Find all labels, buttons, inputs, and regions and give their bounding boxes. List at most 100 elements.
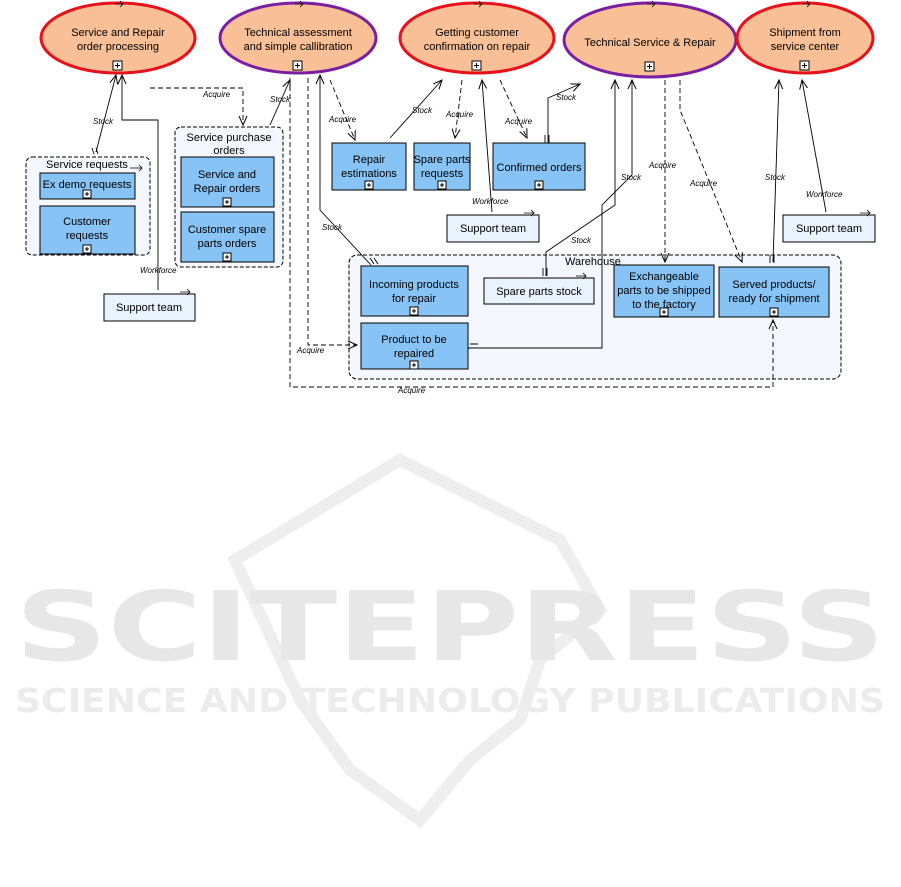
- edge-label-stock-8: Stock: [765, 173, 786, 182]
- support-team-3-label: Support team: [796, 223, 862, 235]
- process-3-label-1: Getting customer: [435, 27, 519, 39]
- box-ex-demo-label: Ex demo requests: [43, 179, 132, 191]
- connectors: [91, 75, 827, 388]
- edge-incoming-to-p2: [320, 75, 372, 266]
- group-service-requests-label: Service requests: [46, 159, 128, 171]
- edge-p3-to-confirmed: [499, 79, 527, 138]
- box-incoming-products-label-2: for repair: [392, 293, 436, 305]
- edge-label-acquire-3: Acquire: [296, 346, 325, 355]
- box-incoming-products-label-1: Incoming products: [369, 279, 459, 291]
- box-exchangeable-label-2: parts to be shipped: [617, 285, 711, 297]
- process-shipment-from-service-center[interactable]: Shipment from service center: [735, 0, 875, 75]
- edge-label-workforce-2: Workforce: [472, 197, 509, 206]
- process-2-label-1: Technical assessment: [244, 27, 352, 39]
- edge-confirmed-to-p4: [547, 84, 580, 143]
- edge-purchase-orders-to-p2: [269, 80, 290, 126]
- edge-acquire-to-served: [289, 78, 773, 388]
- box-confirmed-orders[interactable]: Confirmed orders: [492, 142, 586, 191]
- process-1-label-1: Service and Repair: [71, 27, 165, 39]
- edge-label-stock-6: Stock: [621, 173, 642, 182]
- box-service-repair-orders[interactable]: Service and Repair orders: [180, 156, 275, 208]
- process-3-label-2: confirmation on repair: [424, 41, 531, 53]
- process-service-repair-order-processing[interactable]: Service and Repair order processing: [39, 0, 197, 75]
- edge-label-stock-4: Stock: [412, 106, 433, 115]
- box-exchangeable-label-1: Exchangeable: [629, 271, 699, 283]
- process-5-label-1: Shipment from: [769, 27, 841, 39]
- watermark-book-icon: [227, 453, 608, 829]
- edge-labels: Stock Workforce Acquire Stock Acquire St…: [93, 90, 843, 395]
- edge-label-stock-5: Stock: [556, 93, 577, 102]
- edge-estimations-to-p3: [389, 80, 442, 139]
- edge-served-to-p5: [772, 80, 779, 263]
- process-1-label-2: order processing: [77, 41, 159, 53]
- box-product-to-be-repaired[interactable]: Product to be repaired: [360, 322, 469, 370]
- edge-label-acquire-5: Acquire: [445, 110, 474, 119]
- box-exchangeable-label-3: to the factory: [632, 299, 696, 311]
- edge-support-team-2-to-p3: [482, 80, 493, 213]
- box-served-products-label-1: Served products/: [732, 279, 816, 291]
- group-service-purchase-orders-label-2: orders: [213, 145, 245, 157]
- watermark: SCITEPRESS SCIENCE AND TECHNOLOGY PUBLIC…: [15, 453, 885, 829]
- edge-p2-to-product-to-repair: [307, 78, 357, 345]
- box-served-products[interactable]: Served products/ ready for shipment: [718, 266, 830, 318]
- process-technical-assessment[interactable]: Technical assessment and simple callibra…: [218, 0, 378, 75]
- process-2-label-2: and simple callibration: [244, 41, 353, 53]
- box-spare-parts-stock-label: Spare parts stock: [496, 286, 582, 298]
- process-getting-customer-confirmation[interactable]: Getting customer confirmation on repair: [398, 0, 556, 75]
- box-service-repair-orders-label-2: Repair orders: [194, 183, 261, 195]
- watermark-title: SCITEPRESS: [15, 571, 885, 683]
- box-service-repair-orders-label-1: Service and: [198, 169, 256, 181]
- box-customer-spare-parts-orders[interactable]: Customer spare parts orders: [180, 211, 275, 263]
- box-spare-parts-requests-label-2: requests: [421, 168, 464, 180]
- box-spare-parts-requests[interactable]: Spare parts requests: [413, 142, 471, 191]
- box-repair-estimations-label-1: Repair: [353, 154, 386, 166]
- edge-service-requests-to-p1: [95, 75, 116, 153]
- box-ex-demo-requests[interactable]: Ex demo requests: [39, 172, 136, 200]
- edge-label-workforce-1: Workforce: [140, 266, 177, 275]
- box-incoming-products-for-repair[interactable]: Incoming products for repair: [360, 265, 469, 317]
- resource-support-team-1[interactable]: Support team: [103, 288, 196, 322]
- edge-product-to-p4: [468, 80, 632, 349]
- edge-p4-to-served: [679, 80, 742, 262]
- edge-support-team-1-to-p1: [122, 75, 159, 290]
- edge-label-stock-3: Stock: [322, 223, 343, 232]
- box-repair-estimations-label-2: estimations: [341, 168, 397, 180]
- box-served-products-label-2: ready for shipment: [728, 293, 819, 305]
- edge-p1-to-purchase-orders: [150, 87, 243, 125]
- arrow-icon: [130, 164, 143, 172]
- edge-label-workforce-3: Workforce: [806, 190, 843, 199]
- edge-label-acquire-2: Acquire: [328, 115, 357, 124]
- box-repair-estimations[interactable]: Repair estimations: [331, 142, 407, 191]
- process-technical-service-repair[interactable]: Technical Service & Repair: [562, 0, 738, 79]
- group-service-purchase-orders-label-1: Service purchase: [187, 132, 272, 144]
- box-customer-requests-label-2: requests: [66, 230, 109, 242]
- box-customer-spare-parts-label-1: Customer spare: [188, 224, 266, 236]
- resource-support-team-3[interactable]: Support team: [782, 209, 876, 243]
- edge-label-acquire-8: Acquire: [689, 179, 718, 188]
- box-product-to-repair-label-1: Product to be: [381, 334, 446, 346]
- group-warehouse-label: Warehouse: [565, 256, 621, 268]
- box-spare-parts-stock[interactable]: Spare parts stock: [483, 272, 595, 305]
- edge-label-acquire-7: Acquire: [648, 161, 677, 170]
- process-4-label-1: Technical Service & Repair: [584, 37, 716, 49]
- box-customer-requests[interactable]: Customer requests: [39, 205, 136, 255]
- box-product-to-repair-label-2: repaired: [394, 348, 434, 360]
- edge-p3-to-spare-requests: [455, 79, 463, 138]
- watermark-subtitle: SCIENCE AND TECHNOLOGY PUBLICATIONS: [15, 681, 885, 720]
- edge-label-acquire-6: Acquire: [504, 117, 533, 126]
- edge-support-team-3-to-p5: [802, 80, 827, 213]
- support-team-1-label: Support team: [116, 302, 182, 314]
- box-spare-parts-requests-label-1: Spare parts: [414, 154, 471, 166]
- resource-support-team-2[interactable]: Support team: [446, 209, 540, 243]
- box-exchangeable-parts[interactable]: Exchangeable parts to be shipped to the …: [613, 264, 715, 318]
- box-customer-requests-label-1: Customer: [63, 216, 111, 228]
- edge-p2-to-repair-estimations: [329, 79, 355, 140]
- edge-label-acquire-1: Acquire: [202, 90, 231, 99]
- edge-label-acquire-4: Acquire: [397, 386, 426, 395]
- edge-label-stock-1: Stock: [93, 117, 114, 126]
- box-customer-spare-parts-label-2: parts orders: [198, 238, 257, 250]
- edge-spare-stock-to-p4: [545, 80, 615, 276]
- process-5-label-2: service center: [771, 41, 840, 53]
- box-confirmed-orders-label: Confirmed orders: [497, 162, 582, 174]
